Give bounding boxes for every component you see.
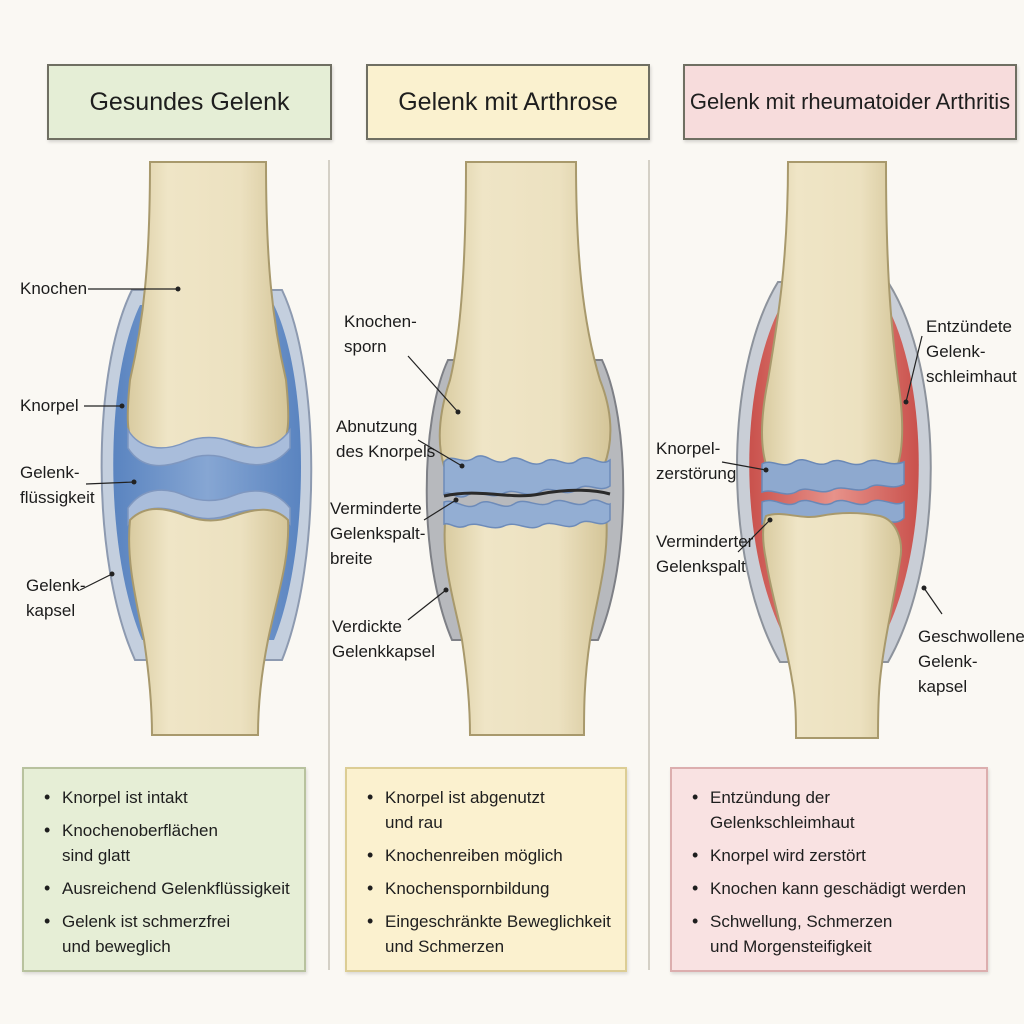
healthy-lower-bone bbox=[128, 508, 290, 736]
info-box-rheumatoid: Entzündung der Gelenkschleimhaut Knorpel… bbox=[670, 767, 988, 972]
healthy-lower-cartilage bbox=[127, 489, 291, 527]
info-box-arthrosis: Knorpel ist abgenutzt und rau Knochenrei… bbox=[345, 767, 627, 972]
info-box-healthy: Knorpel ist intakt Knochenoberflächen si… bbox=[22, 767, 306, 972]
list-item: Knochenspornbildung bbox=[365, 876, 613, 901]
label-knorpel: Knorpel bbox=[20, 396, 79, 415]
arthrosis-joint-gap bbox=[443, 488, 611, 498]
header-healthy-joint: Gesundes Gelenk bbox=[47, 64, 332, 140]
label-geschwollene-gelenkkapsel: Geschwollene Gelenk- kapsel bbox=[918, 627, 1024, 696]
list-item: Knochenoberflächen sind glatt bbox=[42, 818, 292, 868]
list-item: Knorpel ist intakt bbox=[42, 785, 292, 810]
label-verminderter-gelenkspalt: Verminderter Gelenkspalt bbox=[656, 532, 754, 576]
label-gelenkfluessigkeit: Gelenk- flüssigkeit bbox=[20, 463, 95, 507]
label-entzuendete-schleimhaut: Entzündete Gelenk- schleimhaut bbox=[926, 317, 1017, 386]
header-healthy-label: Gesundes Gelenk bbox=[89, 87, 290, 116]
healthy-joint-drawing bbox=[79, 161, 313, 736]
list-item: Gelenk ist schmerzfrei und beweglich bbox=[42, 909, 292, 959]
label-knochen: Knochen bbox=[20, 279, 88, 298]
label-verdickte-gelenkkapsel: Verdickte Gelenkkapsel bbox=[332, 617, 436, 661]
arthrosis-upper-bone bbox=[438, 161, 612, 473]
column-divider-right bbox=[648, 160, 650, 970]
healthy-upper-bone bbox=[126, 161, 290, 458]
arthrosis-lower-bone bbox=[443, 504, 608, 736]
label-verminderte-gelenkspaltbreite: Verminderte Gelenkspalt- breite bbox=[330, 499, 426, 568]
column-divider-left bbox=[328, 160, 330, 970]
healthy-upper-cartilage bbox=[127, 427, 291, 467]
info-list-arthrosis: Knorpel ist abgenutzt und rau Knochenrei… bbox=[365, 785, 613, 959]
label-knorpelzerstoerung: Knorpel- zerstörung bbox=[656, 439, 737, 483]
list-item: Entzündung der Gelenkschleimhaut bbox=[690, 785, 974, 835]
label-gelenkkapsel: Gelenk- kapsel bbox=[26, 576, 86, 620]
label-knochensporn: Knochen- sporn bbox=[344, 312, 417, 356]
header-arthrosis-label: Gelenk mit Arthrose bbox=[398, 87, 618, 116]
list-item: Knorpel wird zerstört bbox=[690, 843, 974, 868]
list-item: Ausreichend Gelenkflüssigkeit bbox=[42, 876, 292, 901]
header-rheumatoid-label: Gelenk mit rheumatoider Arthritis bbox=[689, 89, 1011, 114]
list-item: Knochen kann geschädigt werden bbox=[690, 876, 974, 901]
rheumatoid-upper-bone bbox=[761, 161, 904, 475]
list-item: Knorpel ist abgenutzt und rau bbox=[365, 785, 613, 835]
header-rheumatoid-joint: Gelenk mit rheumatoider Arthritis bbox=[683, 64, 1017, 140]
info-list-rheumatoid: Entzündung der Gelenkschleimhaut Knorpel… bbox=[690, 785, 974, 959]
list-item: Schwellung, Schmerzen und Morgensteifigk… bbox=[690, 909, 974, 959]
rheumatoid-joint-drawing bbox=[721, 161, 943, 739]
arthrosis-worn-lower-cartilage bbox=[443, 499, 611, 529]
rheumatoid-lower-bone bbox=[762, 512, 902, 739]
list-item: Eingeschränkte Beweglichkeit und Schmerz… bbox=[365, 909, 613, 959]
label-abnutzung-knorpel: Abnutzung des Knorpels bbox=[336, 417, 436, 461]
rheumatoid-upper-cartilage bbox=[761, 459, 905, 495]
arthrosis-joint-drawing bbox=[407, 161, 625, 736]
info-list-healthy: Knorpel ist intakt Knochenoberflächen si… bbox=[42, 785, 292, 959]
header-arthrosis-joint: Gelenk mit Arthrose bbox=[366, 64, 650, 140]
list-item: Knochenreiben möglich bbox=[365, 843, 613, 868]
